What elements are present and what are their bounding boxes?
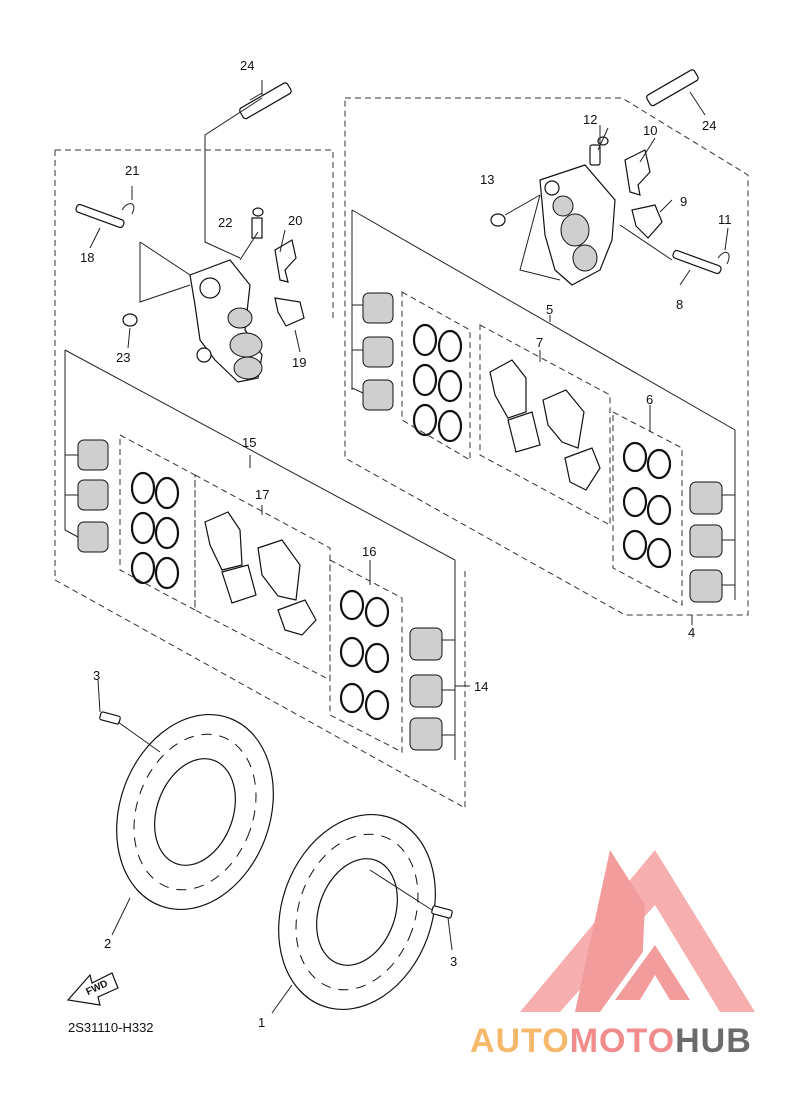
bolt-24-right	[646, 69, 699, 107]
callout-22: 22	[218, 215, 232, 230]
plug-13	[490, 213, 506, 227]
left-kit-leaders	[249, 455, 470, 687]
right-pad-kit-dashed	[479, 324, 611, 526]
callout-17: 17	[255, 487, 269, 502]
callout-12: 12	[583, 112, 597, 127]
left-pistons-14	[409, 627, 455, 751]
diagram-code: 2S31110-H332	[68, 1020, 154, 1035]
callout-3-right: 3	[450, 954, 457, 969]
watermark-part-auto: AUTO	[470, 1022, 570, 1060]
watermark-part-moto: MOTO	[570, 1022, 675, 1060]
right-seal-kit-dashed	[401, 291, 471, 461]
right-seals	[412, 323, 463, 443]
callout-21: 21	[125, 163, 139, 178]
spring-10	[624, 149, 651, 196]
right-pads	[489, 359, 601, 491]
right-kit-frame	[351, 209, 736, 600]
left-caliper-leaders	[89, 186, 301, 353]
right-caliper-dashed-boundary	[344, 97, 749, 616]
bolt-3-left	[99, 711, 121, 725]
brake-disc-1	[278, 813, 436, 1011]
left-pistons	[64, 439, 109, 553]
left-seal-kit-dashed	[119, 434, 196, 611]
callout-1: 1	[258, 1015, 265, 1030]
right-kit-leaders	[539, 315, 693, 625]
callout-20: 20	[288, 213, 302, 228]
callout-4: 4	[688, 625, 695, 640]
left-seal-kit-dashed-2	[329, 559, 403, 753]
disc-1-leaders	[271, 869, 453, 1014]
callout-labels: 24 24 21 22 20 18 23 19 12 10 13 9 11 8 …	[80, 58, 732, 1030]
right-pistons	[351, 292, 394, 411]
callout-18: 18	[80, 250, 94, 265]
left-seals-16	[339, 589, 390, 721]
callout-24-left: 24	[240, 58, 254, 73]
left-pads	[204, 511, 317, 636]
pin-8	[672, 249, 722, 275]
plug-23	[122, 313, 138, 327]
callout-13: 13	[480, 172, 494, 187]
right-caliper-body	[539, 164, 616, 286]
disc-2-leaders	[97, 679, 161, 936]
left-kit-frame	[64, 349, 456, 760]
callout-16: 16	[362, 544, 376, 559]
left-caliper-dashed-boundary	[54, 149, 466, 809]
pin-18	[75, 203, 125, 229]
left-seals	[130, 471, 180, 590]
callout-14: 14	[474, 679, 488, 694]
fwd-arrow-icon	[66, 972, 119, 1006]
bolt-3-right	[431, 905, 453, 919]
clip-11	[717, 251, 730, 265]
right-seals-6	[622, 441, 672, 569]
callout-9: 9	[680, 194, 687, 209]
clip-21	[121, 203, 135, 215]
bolt-24-left	[239, 82, 292, 120]
left-caliper-body	[189, 259, 263, 383]
callout-19: 19	[292, 355, 306, 370]
callout-23: 23	[116, 350, 130, 365]
right-caliper-leaders	[504, 125, 729, 286]
bleeder-22	[251, 207, 264, 239]
callout-24-right: 24	[702, 118, 716, 133]
watermark-part-hub: HUB	[675, 1022, 752, 1060]
callout-11: 11	[718, 212, 732, 227]
callout-3-left: 3	[93, 668, 100, 683]
callout-15: 15	[242, 435, 256, 450]
spring-20	[274, 239, 297, 283]
callout-7: 7	[536, 335, 543, 350]
watermark-logo	[520, 850, 755, 1012]
watermark-text: AUTOMOTOHUB	[470, 1022, 752, 1060]
bleeder-12	[589, 136, 609, 166]
callout-2: 2	[104, 936, 111, 951]
right-pistons-4	[689, 481, 735, 603]
brake-disc-2	[116, 713, 274, 911]
callout-8: 8	[676, 297, 683, 312]
callout-10: 10	[643, 123, 657, 138]
callout-5: 5	[546, 302, 553, 317]
bolt-24-leader-left	[204, 80, 263, 259]
pad-spring-19	[274, 297, 305, 327]
right-seal-kit-dashed-2	[612, 411, 683, 606]
callout-6: 6	[646, 392, 653, 407]
pad-spring-9	[631, 204, 663, 239]
bolt-24-leader-right	[689, 91, 706, 116]
